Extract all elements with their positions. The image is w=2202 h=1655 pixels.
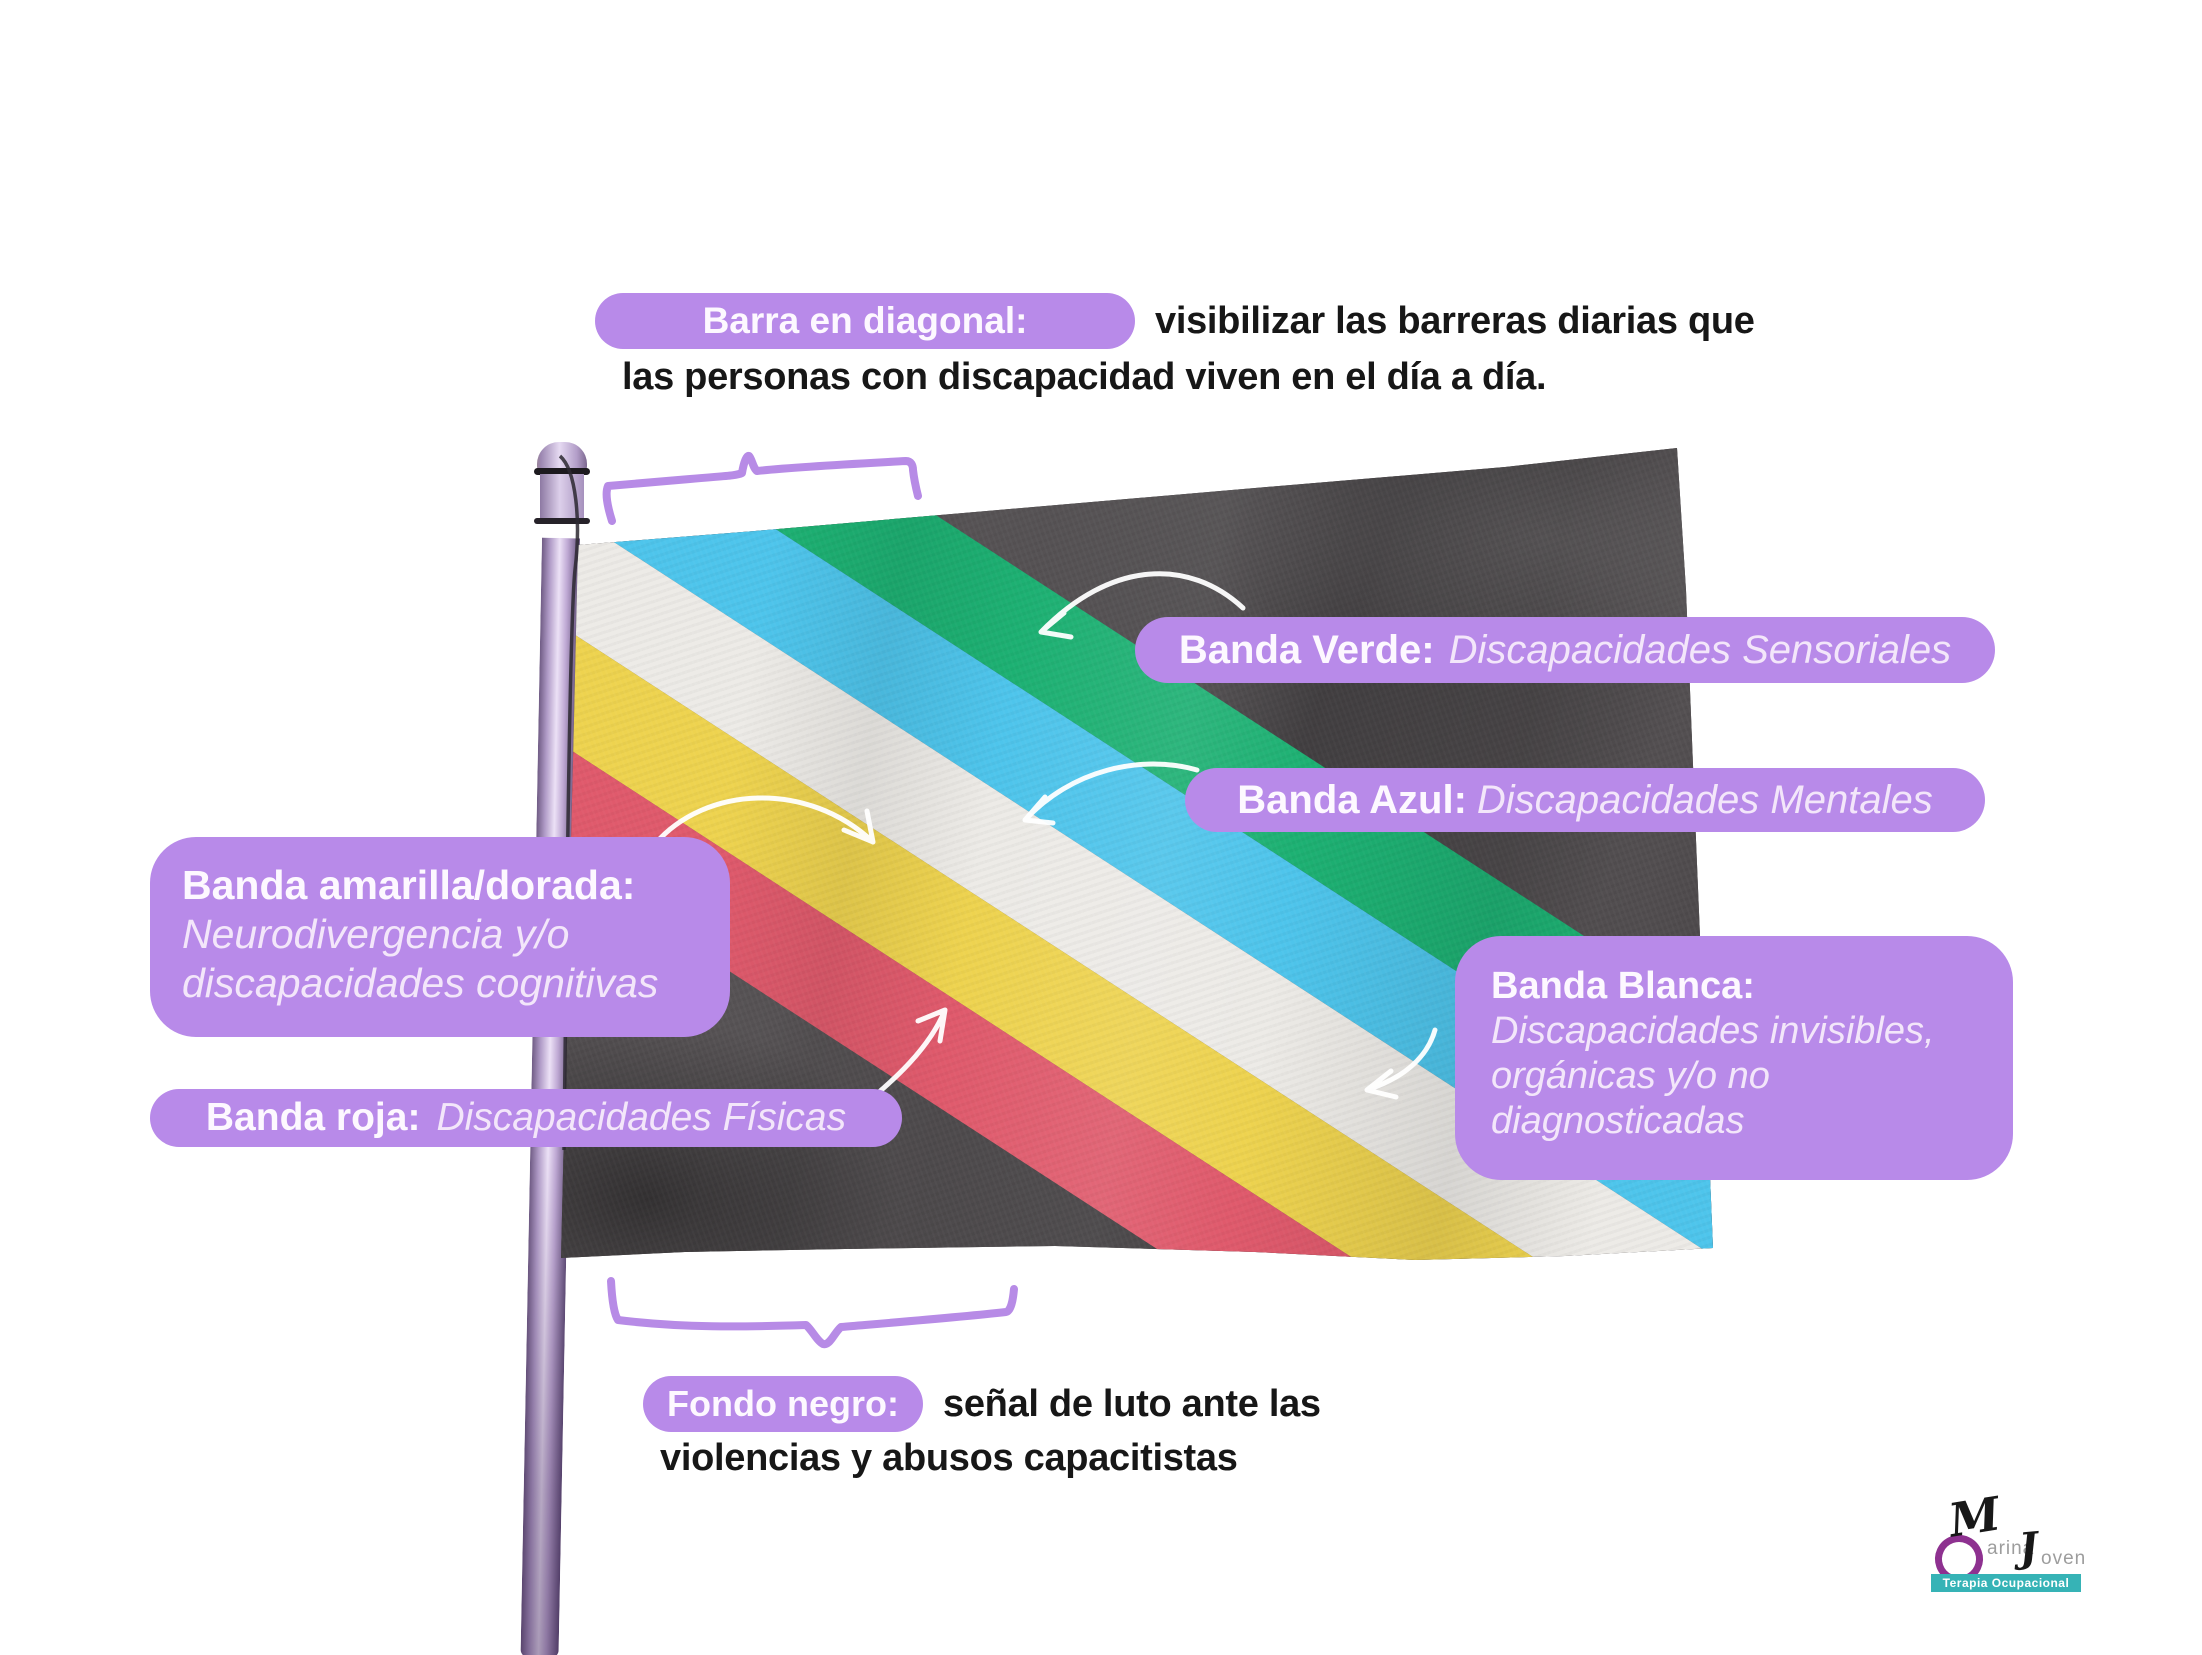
arrow-to-white-stripe-icon <box>1364 1027 1438 1100</box>
banda-verde-desc: Discapacidades Sensoriales <box>1448 627 1952 672</box>
banda-blanca-desc-1: Discapacidades invisibles, <box>1491 1010 1935 1052</box>
bottom-brace-icon <box>607 1277 1018 1349</box>
intro-text-line1: visibilizar las barreras diarias que <box>1155 299 1755 342</box>
label-banda-verde: Banda Verde: Discapacidades Sensoriales <box>1135 617 1995 683</box>
arrow-to-green-stripe-icon <box>1038 571 1246 640</box>
label-banda-roja: Banda roja: Discapacidades Físicas <box>150 1089 902 1147</box>
fondo-text-line2: violencias y abusos capacitistas <box>660 1437 1238 1479</box>
label-banda-azul: Banda Azul: Discapacidades Mentales <box>1185 768 1985 832</box>
banda-roja-desc: Discapacidades Físicas <box>436 1096 847 1139</box>
fondo-negro-pill: Fondo negro: <box>643 1376 923 1432</box>
fondo-text-line1: señal de luto ante las <box>943 1382 1321 1425</box>
flagpole-clip-ring <box>534 518 590 524</box>
banda-blanca-desc-2: orgánicas y/o no <box>1491 1055 1770 1097</box>
logo-text-oven: oven <box>2041 1548 2087 1569</box>
banda-blanca-title: Banda Blanca: <box>1491 965 1755 1007</box>
intro-row: Barra en diagonal: visibilizar las barre… <box>595 293 1755 349</box>
banda-blanca-desc-3: diagnosticadas <box>1491 1100 1745 1142</box>
banda-verde-title: Banda Verde: <box>1178 627 1435 672</box>
banda-amarilla-desc-1: Neurodivergencia y/o <box>182 911 570 957</box>
fondo-row: Fondo negro: señal de luto ante las <box>643 1376 1321 1432</box>
marina-joven-logo: M arina J oven Terapia Ocupacional <box>1925 1486 2090 1602</box>
logo-letter-j: J <box>2016 1523 2040 1572</box>
arrow-to-blue-stripe-icon <box>1022 761 1200 826</box>
banda-azul-desc: Discapacidades Mentales <box>1476 777 1933 822</box>
annotation-arrows <box>652 571 1438 1123</box>
flagpole-ring <box>534 468 590 475</box>
intro-text-line2: las personas con discapacidad viven en e… <box>622 356 1547 398</box>
banda-amarilla-desc-2: discapacidades cognitivas <box>182 960 659 1006</box>
logo-banner: Terapia Ocupacional <box>1931 1574 2081 1592</box>
intro-pill: Barra en diagonal: <box>595 293 1135 349</box>
logo-text-arina: arina <box>1987 1538 2035 1559</box>
label-banda-amarilla: Banda amarilla/dorada: Neurodivergencia … <box>150 837 730 1037</box>
banda-amarilla-title: Banda amarilla/dorada: <box>182 862 636 908</box>
label-banda-blanca: Banda Blanca: Discapacidades invisibles,… <box>1455 936 2013 1180</box>
banda-azul-title: Banda Azul: <box>1237 777 1467 822</box>
halyard-rope <box>558 454 580 1151</box>
arrow-to-yellow-stripe-icon <box>652 795 876 847</box>
banda-roja-title: Banda roja: <box>205 1096 421 1139</box>
top-brace-icon <box>602 451 922 525</box>
